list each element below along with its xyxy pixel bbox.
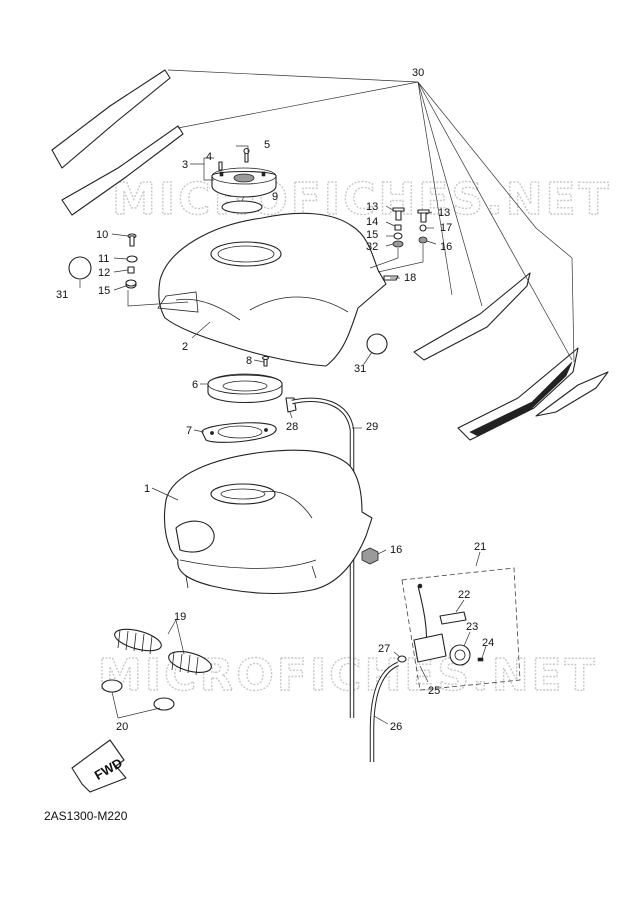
leader-right-bolts bbox=[369, 248, 399, 269]
callout-11: 11 bbox=[98, 253, 109, 265]
forward-arrow: FWD bbox=[71, 739, 127, 793]
callout-13b: 13 bbox=[438, 207, 450, 219]
callout-16a: 16 bbox=[440, 241, 452, 253]
callout-15b: 15 bbox=[366, 229, 378, 241]
nut-16-top[interactable] bbox=[418, 236, 428, 244]
callout-7: 7 bbox=[186, 425, 192, 437]
callout-20: 20 bbox=[116, 721, 128, 733]
fuel-cock-assembly[interactable] bbox=[401, 567, 521, 691]
callout-29: 29 bbox=[366, 421, 378, 433]
callout-31b: 31 bbox=[354, 363, 366, 375]
tank-cover[interactable] bbox=[157, 212, 387, 367]
callout-17: 17 bbox=[440, 222, 452, 234]
collar-12[interactable] bbox=[127, 266, 135, 274]
callout-28: 28 bbox=[286, 421, 298, 433]
callout-8: 8 bbox=[246, 355, 252, 367]
nut-16-bottom[interactable] bbox=[361, 547, 379, 565]
callout-12: 12 bbox=[98, 267, 110, 279]
callout-15a: 15 bbox=[98, 285, 110, 297]
callout-22: 22 bbox=[458, 589, 470, 601]
callout-numbers: 30 3 4 5 9 13 13 14 17 15 32 16 18 10 11… bbox=[56, 67, 494, 733]
callout-14: 14 bbox=[366, 216, 378, 228]
clamp-20-left[interactable] bbox=[101, 679, 123, 693]
filler-gasket-7[interactable] bbox=[201, 422, 277, 443]
callout-13a: 13 bbox=[366, 201, 378, 213]
collar-17[interactable] bbox=[419, 224, 427, 232]
callout-6: 6 bbox=[192, 379, 198, 391]
callout-10: 10 bbox=[96, 229, 108, 241]
bolt-13-left[interactable] bbox=[392, 207, 405, 221]
sticker-31-left[interactable] bbox=[68, 256, 92, 280]
callout-2: 2 bbox=[182, 341, 188, 353]
clip-27[interactable] bbox=[397, 655, 407, 663]
callout-4: 4 bbox=[206, 151, 212, 163]
damper-19-right[interactable] bbox=[166, 648, 213, 677]
leader-15-left bbox=[127, 290, 189, 307]
callout-1: 1 bbox=[144, 483, 150, 495]
callout-27: 27 bbox=[378, 643, 390, 655]
gasket-ring[interactable] bbox=[221, 200, 263, 214]
callout-26: 26 bbox=[390, 721, 402, 733]
side-cover-panels[interactable] bbox=[51, 69, 609, 441]
fuel-tank[interactable] bbox=[163, 449, 373, 595]
washer-11[interactable] bbox=[126, 255, 138, 263]
callout-5: 5 bbox=[264, 139, 270, 151]
watermark-top: MICROFICHES.NET bbox=[112, 174, 612, 225]
diagram-code: 2AS1300-M220 bbox=[44, 809, 128, 823]
callout-32: 32 bbox=[366, 241, 378, 253]
clamp-20-right[interactable] bbox=[153, 697, 175, 711]
damper-19-left[interactable] bbox=[112, 625, 163, 655]
callout-25: 25 bbox=[428, 685, 440, 697]
callout-16b: 16 bbox=[390, 544, 402, 556]
sticker-31-right[interactable] bbox=[366, 333, 388, 355]
callout-24: 24 bbox=[482, 637, 494, 649]
callout-21: 21 bbox=[474, 541, 486, 553]
cap-bolt-4[interactable] bbox=[218, 161, 223, 171]
leader-right-bolts-2 bbox=[377, 244, 424, 273]
callout-3: 3 bbox=[182, 159, 188, 171]
collar-14[interactable] bbox=[394, 224, 402, 231]
filler-neck[interactable] bbox=[207, 373, 283, 403]
callout-23: 23 bbox=[466, 621, 478, 633]
grommet-15-left[interactable] bbox=[125, 279, 137, 289]
screw-8[interactable] bbox=[261, 355, 270, 367]
grommet-15-right[interactable] bbox=[393, 232, 403, 240]
leader-lines bbox=[79, 145, 487, 725]
callout-9: 9 bbox=[272, 191, 278, 203]
bolt-10[interactable] bbox=[127, 233, 137, 247]
callout-31a: 31 bbox=[56, 289, 68, 301]
leader-lines-30 bbox=[167, 69, 575, 363]
callout-19: 19 bbox=[174, 611, 186, 623]
callout-30: 30 bbox=[412, 67, 424, 79]
callout-18: 18 bbox=[404, 272, 416, 284]
bolt-13-right[interactable] bbox=[417, 209, 430, 223]
filler-cap[interactable] bbox=[211, 167, 277, 198]
washer-32[interactable] bbox=[392, 240, 404, 248]
